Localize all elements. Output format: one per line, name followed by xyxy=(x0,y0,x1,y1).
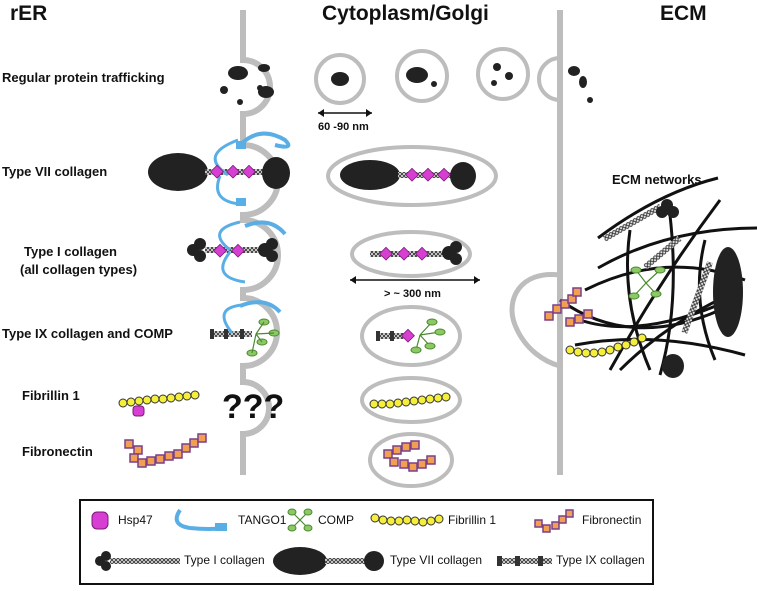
legend-label-fibrillin: Fibrillin 1 xyxy=(448,513,497,527)
ecm-type7-tail xyxy=(662,354,684,378)
type9-rer xyxy=(210,300,282,357)
tango1-legend-icon xyxy=(174,508,227,531)
rer-cargo-regular xyxy=(220,64,270,105)
ecm-type1 xyxy=(602,199,682,270)
row-label-type7: Type VII collagen xyxy=(2,164,108,179)
ecm-type7-head xyxy=(713,247,743,337)
header-ecm: ECM xyxy=(660,2,707,25)
legend-label-hsp47: Hsp47 xyxy=(118,513,153,527)
hsp47-fibrillin xyxy=(132,405,145,417)
row-label-type9: Type IX collagen and COMP xyxy=(2,326,173,341)
fibronectin-rer xyxy=(124,433,207,468)
type1-legend-icon xyxy=(95,551,180,571)
ecm-comp xyxy=(628,266,666,300)
legend-label-type1: Type I collagen xyxy=(184,553,265,567)
rer-membrane xyxy=(240,10,281,475)
legend-box xyxy=(79,499,654,585)
fibronectin-cyto xyxy=(383,440,436,472)
comp-legend-icon xyxy=(287,508,313,532)
ecm-fibronectin xyxy=(544,287,593,327)
header-cytoplasm-golgi: Cytoplasm/Golgi xyxy=(322,2,489,25)
size-label-large: > ~ 300 nm xyxy=(384,288,441,300)
ecm-membrane xyxy=(557,10,563,475)
ecm-type7-stalk xyxy=(681,261,713,334)
hsp47-type7 xyxy=(210,164,451,182)
header-rer: rER xyxy=(10,2,48,25)
row-label-fibronectin: Fibronectin xyxy=(22,444,93,459)
row-label-type1-line2: (all collagen types) xyxy=(20,262,138,277)
ecm-fibrillin xyxy=(565,333,647,358)
row-label-fibrillin: Fibrillin 1 xyxy=(22,388,80,403)
row-label-regular: Regular protein trafficking xyxy=(2,70,165,85)
size-label-small: 60 -90 nm xyxy=(318,121,369,133)
fibrillin-legend-icon xyxy=(370,513,444,527)
type7-legend-icon xyxy=(273,547,384,575)
legend-label-type7: Type VII collagen xyxy=(390,553,483,567)
row-label-type1-line1: Type I collagen xyxy=(24,244,117,259)
legend-label-tango1: TANGO1 xyxy=(238,513,287,527)
ecm-vesicle xyxy=(509,271,561,369)
legend-label-comp: COMP xyxy=(318,513,354,527)
regular-vesicles xyxy=(257,47,561,105)
fibronectin-vesicle xyxy=(368,432,454,488)
hsp47-type1 xyxy=(213,243,429,261)
fibronectin-legend-icon xyxy=(534,509,574,533)
ecm-cargo-regular xyxy=(568,66,593,103)
ecm-networks-label: ECM networks xyxy=(612,172,702,187)
hsp47-legend-icon xyxy=(91,511,109,530)
type9-cyto xyxy=(376,318,446,354)
legend-label-type9: Type IX collagen xyxy=(556,553,645,567)
fibrillin-cyto xyxy=(369,392,451,409)
fibrillin-rer xyxy=(118,390,200,408)
type9-legend-icon xyxy=(497,556,552,566)
legend-label-fibronectin: Fibronectin xyxy=(582,513,642,527)
unknown-marker: ??? xyxy=(222,388,285,426)
